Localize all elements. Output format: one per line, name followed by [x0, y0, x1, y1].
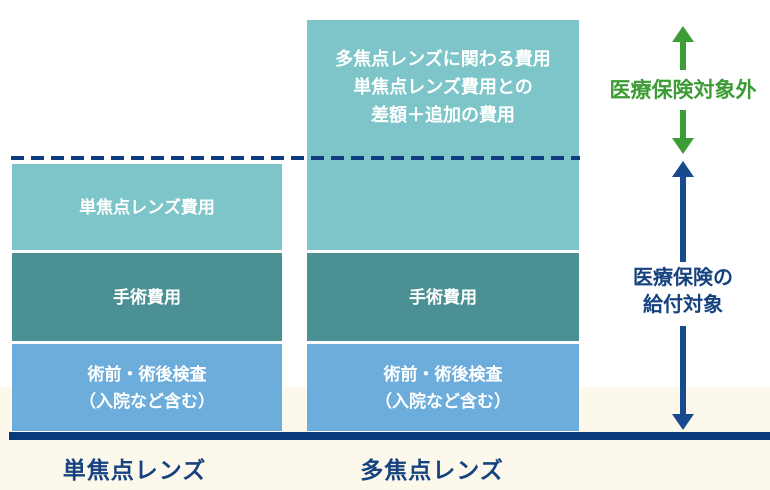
coverage-boundary-dashed-line: [11, 156, 580, 160]
block-exam-cost-right: 術前・術後検査 （入院など含む）: [307, 344, 579, 431]
block-label-line1: 術前・術後検査: [383, 364, 503, 384]
covered-label-line2: 給付対象: [643, 294, 723, 316]
block-label-line3: 差額＋追加の費用: [371, 105, 515, 125]
covered-label-line1: 医療保険の: [633, 267, 733, 289]
block-label: 手術費用: [409, 287, 477, 307]
blue-arrow-up-icon: [598, 161, 768, 262]
not-covered-label: 医療保険対象外: [609, 79, 757, 102]
block-label-line2: 単焦点レンズ費用との: [353, 77, 533, 97]
arrow-shaft: [680, 42, 686, 70]
block-label-line2: （入院など含む）: [375, 391, 511, 411]
arrow-head-down: [672, 138, 694, 154]
green-arrow-down-icon: [598, 110, 768, 154]
arrow-head-down: [672, 414, 694, 430]
block-label: 単焦点レンズ費用: [79, 197, 215, 217]
block-multifocal-extra-cost: 多焦点レンズに関わる費用 単焦点レンズ費用との 差額＋追加の費用: [307, 20, 579, 250]
block-label-line1: 多焦点レンズに関わる費用: [335, 49, 551, 69]
arrow-head-up: [672, 161, 694, 177]
arrow-shaft: [680, 177, 686, 262]
block-monofocal-lens-cost: 単焦点レンズ費用: [12, 164, 282, 250]
block-label-line2: （入院など含む）: [79, 391, 215, 411]
axis-label-monofocal: 単焦点レンズ: [62, 457, 207, 483]
axis-label-multifocal: 多焦点レンズ: [360, 457, 504, 483]
block-surgery-cost-left: 手術費用: [12, 253, 282, 341]
arrow-head-up: [672, 26, 694, 42]
baseline-axis: [9, 432, 770, 440]
arrow-shaft: [680, 326, 686, 414]
arrow-shaft: [680, 110, 686, 138]
blue-arrow-down-icon: [598, 326, 768, 430]
block-surgery-cost-right: 手術費用: [307, 253, 579, 341]
block-label-line1: 術前・術後検査: [87, 364, 207, 384]
block-label: 手術費用: [113, 287, 181, 307]
green-arrow-up-icon: [598, 26, 768, 70]
block-exam-cost-left: 術前・術後検査 （入院など含む）: [12, 344, 282, 431]
covered-label: 医療保険の 給付対象: [598, 265, 768, 319]
